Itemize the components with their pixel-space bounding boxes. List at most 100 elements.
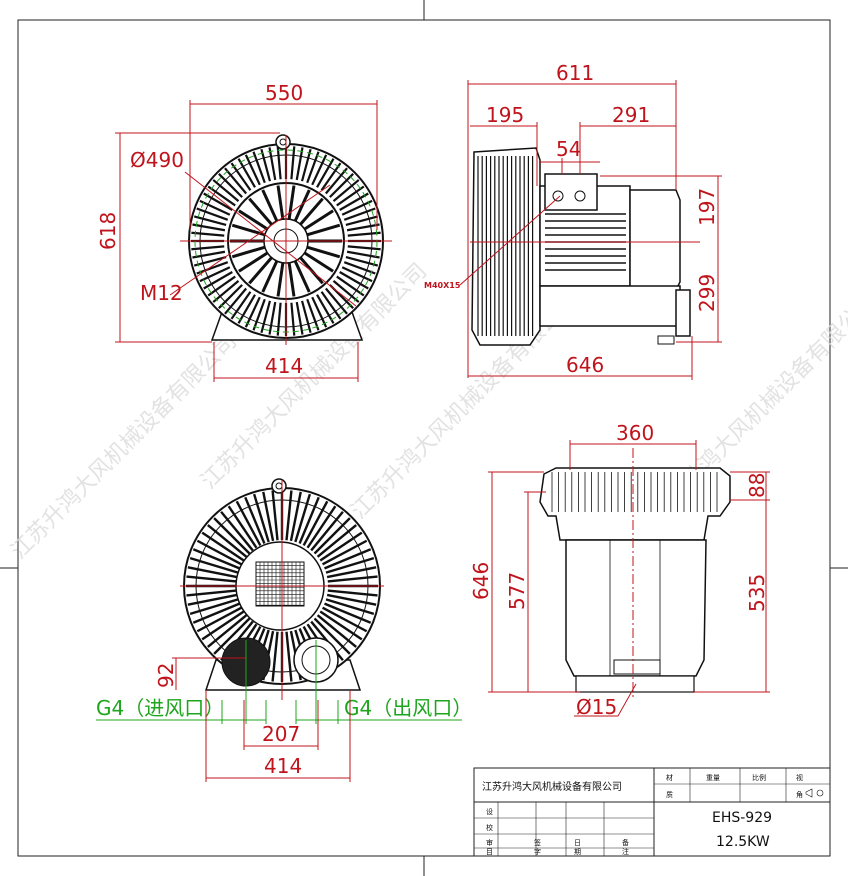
drawing-stroke: [192, 223, 226, 232]
drawing-stroke: [324, 548, 372, 570]
drawing-stroke: [316, 294, 335, 324]
dim-top-body: 577: [505, 572, 529, 610]
drawing-stroke: [191, 245, 225, 251]
title-block: 江苏升鸿大风机械设备有限公司 材 质 重量 比例 视 角 设 校 审 目 签 字…: [473, 767, 831, 857]
drawing-stroke: [332, 280, 360, 303]
title-row-check: 校: [486, 823, 493, 832]
drawing-stroke: [285, 490, 293, 541]
drawing-stroke: [285, 631, 293, 682]
drawing-stroke: [287, 262, 296, 297]
drawing-stroke: [306, 151, 320, 184]
title-note-a: 备: [622, 838, 629, 847]
dim-side-right: 291: [612, 103, 650, 127]
drawing-stroke: [252, 493, 270, 543]
drawing-stroke: [213, 617, 251, 655]
drawing-stroke: [244, 296, 261, 328]
drawing-stroke: [213, 517, 251, 555]
dim-top-width: 360: [616, 421, 654, 445]
drawing-stroke: [218, 284, 243, 309]
drawing-stroke: [299, 256, 324, 285]
drawing-stroke: [244, 496, 266, 544]
drawing-stroke: [325, 167, 348, 195]
drawing-stroke: [235, 500, 262, 546]
drawing-stroke: [192, 602, 240, 624]
title-sig-b: 字: [534, 847, 541, 856]
drawing-stroke: [201, 610, 245, 641]
dim-side-box: 54: [556, 137, 581, 161]
drawing-stroke: [224, 167, 247, 195]
drawing-stroke: [339, 271, 369, 290]
drawing-stroke: [311, 154, 328, 186]
drawing-stroke: [268, 147, 277, 181]
drawing-stroke: [313, 617, 351, 655]
dim-front-width: 550: [265, 81, 303, 105]
drawing-stroke: [203, 192, 233, 211]
drawing-stroke: [316, 158, 335, 188]
drawing-stroke: [300, 300, 312, 334]
drawing-stroke: [230, 162, 252, 191]
drawing-stroke: [271, 631, 279, 682]
drawing-stroke: [212, 280, 240, 303]
rear-view: 92 G4（进风口） G4（出风口） 207 414: [96, 478, 472, 782]
title-material-b: 质: [666, 790, 673, 799]
drawing-stroke: [339, 192, 369, 211]
drawing-stroke: [199, 266, 231, 283]
title-model: EHS-929: [712, 810, 772, 826]
drawing-stroke: [300, 148, 312, 182]
drawing-stroke: [271, 490, 279, 541]
drawing-stroke: [336, 185, 365, 207]
drawing-stroke: [196, 606, 242, 633]
drawing-stroke: [298, 496, 320, 544]
drawing-stroke: [276, 185, 285, 220]
title-scale: 比例: [752, 773, 766, 782]
drawing-stroke: [231, 245, 266, 259]
drawing-stroke: [329, 173, 354, 198]
drawing-stroke: [224, 287, 247, 315]
drawing-stroke: [293, 260, 311, 293]
drawing-stroke: [276, 262, 285, 297]
drawing-stroke: [261, 260, 279, 293]
drawing-stroke: [293, 189, 311, 222]
drawing-stroke: [196, 261, 229, 275]
dim-front-height: 618: [96, 212, 120, 250]
drawing-stroke: [303, 251, 334, 273]
title-date-a: 日: [574, 839, 581, 847]
drawing-stroke: [316, 524, 357, 558]
drawing-stroke: [345, 215, 379, 227]
rear-fins: [186, 490, 378, 682]
housing-fins: [191, 146, 381, 336]
drawing-stroke: [336, 275, 365, 297]
title-row-mesh: 目: [486, 848, 493, 856]
drawing-stroke: [193, 255, 227, 267]
drawing-stroke: [218, 173, 243, 198]
drawing-stroke: [189, 556, 239, 574]
drawing-stroke: [313, 517, 351, 555]
drawing-stroke: [306, 223, 341, 237]
drawing-stroke: [238, 251, 269, 273]
dim-side-left: 195: [486, 103, 524, 127]
drawing-stroke: [212, 179, 240, 202]
title-power: 12.5KW: [716, 834, 770, 850]
drawing-stroke: [207, 524, 248, 558]
dim-side-total: 611: [556, 61, 594, 85]
drawing-stroke: [295, 147, 304, 181]
drawing-stroke: [276, 146, 282, 180]
fan-grille: [255, 561, 305, 606]
rear-inlet-label: G4（进风口）: [96, 696, 224, 720]
top-ribs: [551, 472, 718, 512]
drawing-stroke: [207, 275, 236, 297]
drawing-stroke: [244, 154, 261, 186]
drawing-stroke: [237, 158, 256, 188]
drawing-stroke: [327, 575, 378, 583]
drawing-stroke: [347, 231, 381, 237]
drawing-stroke: [316, 614, 357, 648]
title-row-design: 设: [486, 807, 493, 816]
drawing-stroke: [347, 245, 381, 251]
title-view-a: 视: [796, 773, 803, 782]
drawing-stroke: [294, 493, 312, 543]
dim-top-lower: 535: [745, 574, 769, 612]
drawing-stroke: [248, 197, 273, 226]
projection-symbol-icon: [805, 788, 824, 798]
drawing-stroke: [276, 302, 282, 336]
drawing-stroke: [306, 245, 341, 259]
